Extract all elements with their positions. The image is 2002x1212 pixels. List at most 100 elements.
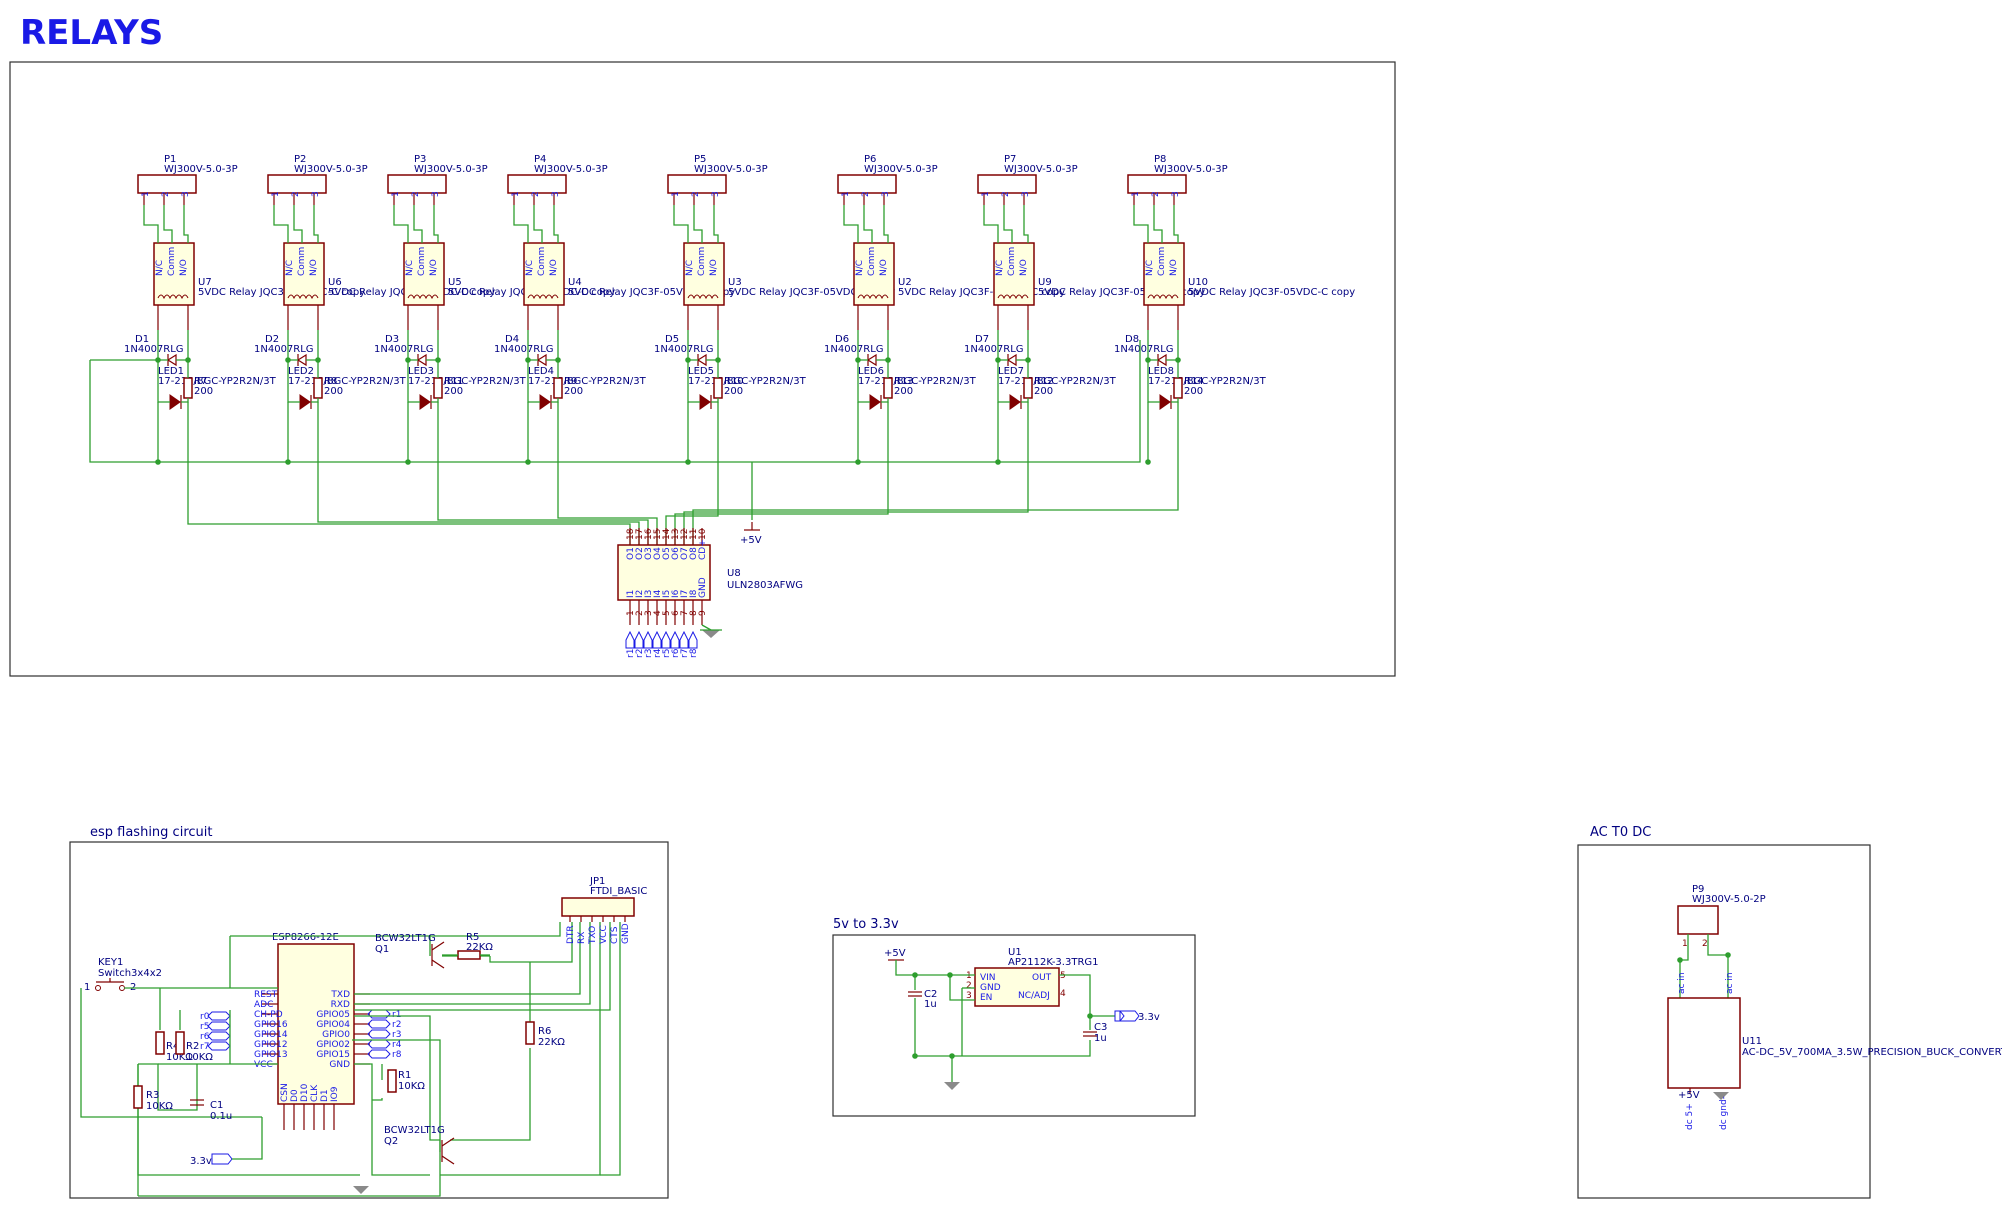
esp-left-label: r6 — [200, 1032, 210, 1042]
relay-pin-nc: N/C — [405, 260, 415, 276]
led-ref: LED7 — [998, 366, 1024, 377]
connector-ref: P3 — [414, 154, 426, 165]
c1-ref: C1 — [210, 1100, 223, 1111]
uln-in-pin: I8 — [689, 589, 699, 598]
connector-body — [837, 174, 897, 194]
u11-pin-dc-plus: dc 5+ — [1685, 1103, 1695, 1130]
led-value: 17-215/BGC-YP2R2N/3T — [858, 376, 977, 387]
connector-ref: P6 — [864, 154, 876, 165]
acdc-sheet-label: AC T0 DC — [1590, 825, 1651, 840]
uln-in-num: 8 — [689, 610, 699, 616]
ldo-regulator: U1 AP2112K-3.3TRG1 VIN GND EN OUT NC/ADJ… — [884, 947, 1160, 1090]
uln-in-pin: I2 — [635, 590, 645, 598]
p9-value: WJ300V-5.0-2P — [1692, 894, 1766, 905]
connector-pin: 2 — [691, 191, 701, 197]
connector-pin: 2 — [861, 191, 871, 197]
r4-value: 10KΩ — [166, 1052, 193, 1063]
uln-input-label: r4 — [653, 648, 663, 658]
led-symbol-icon — [1009, 394, 1021, 410]
esp-right-pin: GPIO05 — [316, 1010, 350, 1020]
relay-pin-no: N/O — [1169, 259, 1179, 276]
c2-ref: C2 — [924, 989, 937, 1000]
p9-num-2: 2 — [1702, 939, 1708, 949]
relay-value: 5VDC Relay JQC3F-05VDC-C copy — [1188, 287, 1355, 298]
led-ref: LED4 — [528, 366, 554, 377]
r3-body — [133, 1085, 143, 1109]
uln-input-label: r2 — [635, 649, 645, 658]
uln-out-pin: CD+ — [698, 539, 708, 560]
led-symbol-icon — [299, 394, 311, 410]
led-symbol-icon — [539, 394, 551, 410]
relay-value: 5VDC Relay JQC3F-05VDC-C copy — [198, 287, 365, 298]
reg-sheet-label: 5v to 3.3v — [833, 917, 899, 932]
reg-ref: U1 — [1008, 947, 1022, 958]
resistor-ref: R10 — [724, 376, 744, 387]
uln-out-pin: O1 — [626, 547, 636, 560]
reg-num-3: 3 — [966, 991, 972, 1001]
reg-num-2: 2 — [966, 981, 972, 991]
connector-pin: 3 — [1171, 191, 1181, 197]
diode-value: 1N4007RLG — [374, 344, 434, 355]
p9-ref: P9 — [1692, 884, 1704, 895]
esp-chip-body — [277, 943, 355, 1105]
esp-left-pin: GPIO16 — [254, 1020, 288, 1030]
led-symbol-icon — [169, 394, 181, 410]
resistor-value: 200 — [1034, 386, 1053, 397]
r3-ref: R3 — [146, 1090, 159, 1101]
uln-in-num: 6 — [671, 610, 681, 616]
connector-body — [1127, 174, 1187, 194]
relay-pin-no: N/O — [709, 259, 719, 276]
esp-left-pin: REST — [254, 990, 278, 1000]
r5-value: 22KΩ — [466, 942, 493, 953]
connector-ref: P2 — [294, 154, 306, 165]
connector-pin: 2 — [531, 191, 541, 197]
uln-input-label: r6 — [671, 648, 681, 658]
relay-pin-comm: Comm — [697, 247, 707, 276]
resistor-ref: R12 — [1034, 376, 1054, 387]
c3-value: 1u — [1094, 1033, 1107, 1044]
p9-num-1: 1 — [1682, 939, 1688, 949]
resistor-ref: R8 — [324, 376, 337, 387]
uln-in-num: 5 — [662, 610, 672, 616]
uln-out-num: 17 — [635, 529, 645, 540]
resistor-ref: R13 — [894, 376, 914, 387]
relay-pin-nc: N/C — [285, 260, 295, 276]
led-symbol-icon — [869, 394, 881, 410]
acdc-sheet-frame — [1577, 844, 1871, 1199]
uln-in-pin: GND — [698, 577, 708, 598]
c2-value: 1u — [924, 999, 937, 1010]
diode-symbol-icon — [1006, 353, 1017, 367]
led-ref: LED5 — [688, 366, 714, 377]
uln-out-pin: O2 — [635, 547, 645, 560]
led-value: 17-215/BGC-YP2R2N/3T — [288, 376, 407, 387]
relay-pin-no: N/O — [879, 259, 889, 276]
resistor-value: 200 — [194, 386, 213, 397]
relay-pin-comm: Comm — [867, 247, 877, 276]
relay-ref: U9 — [1038, 277, 1052, 288]
diode-symbol-icon — [416, 353, 427, 367]
ftdi-pin: TXO — [588, 926, 598, 945]
esp-right-pin: GPIO02 — [316, 1040, 350, 1050]
led-value: 17-215/BGC-YP2R2N/3T — [1148, 376, 1267, 387]
led-value: 17-215/BGC-YP2R2N/3T — [158, 376, 277, 387]
led-value: 17-215/BGC-YP2R2N/3T — [408, 376, 527, 387]
relay-ref: U5 — [448, 277, 462, 288]
connector-pin: 1 — [391, 191, 401, 197]
connector-body — [387, 174, 447, 194]
relay-pin-comm: Comm — [1157, 247, 1167, 276]
connector-value: WJ300V-5.0-3P — [1004, 164, 1078, 175]
connector-ref: P1 — [164, 154, 176, 165]
relay-ref: U10 — [1188, 277, 1208, 288]
connector-pin: 1 — [671, 191, 681, 197]
connector-pin: 2 — [411, 191, 421, 197]
esp-right-pin: GPIO0 — [322, 1030, 350, 1040]
diode-symbol-icon — [696, 353, 707, 367]
esp-left-label: r5 — [200, 1022, 209, 1032]
diode-value: 1N4007RLG — [124, 344, 184, 355]
connector-pin: 1 — [1131, 191, 1141, 197]
resistor-body — [713, 377, 723, 399]
connector-ref: P7 — [1004, 154, 1016, 165]
